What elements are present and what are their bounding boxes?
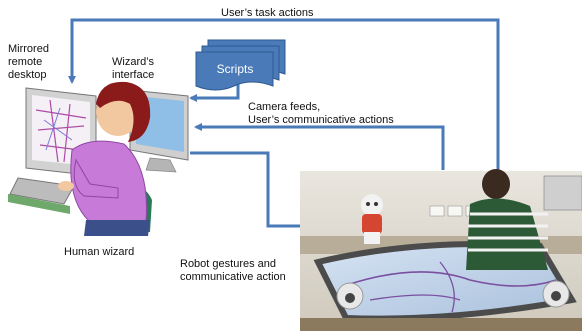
- mirrored-label-line-1: Mirrored: [8, 43, 49, 55]
- camera-feeds-label: Camera feeds, User’s communicative actio…: [248, 101, 394, 127]
- arrow-camera-feeds: [194, 123, 445, 170]
- scripts-label: Scripts: [217, 62, 254, 76]
- scripts-icon: [195, 39, 286, 91]
- camera-feeds-line-1: Camera feeds,: [248, 101, 321, 113]
- arrow-user-task-actions: [68, 18, 500, 173]
- wizards-interface-line-1: Wizard’s: [112, 56, 154, 68]
- robot-gestures-label: Robot gestures and communicative action: [180, 258, 286, 284]
- wizards-interface-label: Wizard’s interface: [112, 56, 154, 82]
- mirrored-remote-desktop-label: Mirrored remote desktop: [8, 43, 49, 82]
- human-wizard-label: Human wizard: [64, 246, 135, 258]
- mirrored-label-line-2: remote: [8, 56, 43, 68]
- wizards-interface-line-2: interface: [112, 69, 155, 81]
- robot-gestures-line-2: communicative action: [180, 271, 286, 283]
- camera-feeds-line-2: User’s communicative actions: [248, 114, 394, 126]
- human-wizard-figure: [58, 81, 152, 236]
- mirrored-label-line-3: desktop: [8, 69, 47, 81]
- robot-gestures-line-1: Robot gestures and: [180, 258, 277, 270]
- user-task-actions-label: User’s task actions: [221, 7, 314, 19]
- arrow-robot-gestures: [190, 151, 332, 230]
- robot-table-photo: [300, 169, 582, 331]
